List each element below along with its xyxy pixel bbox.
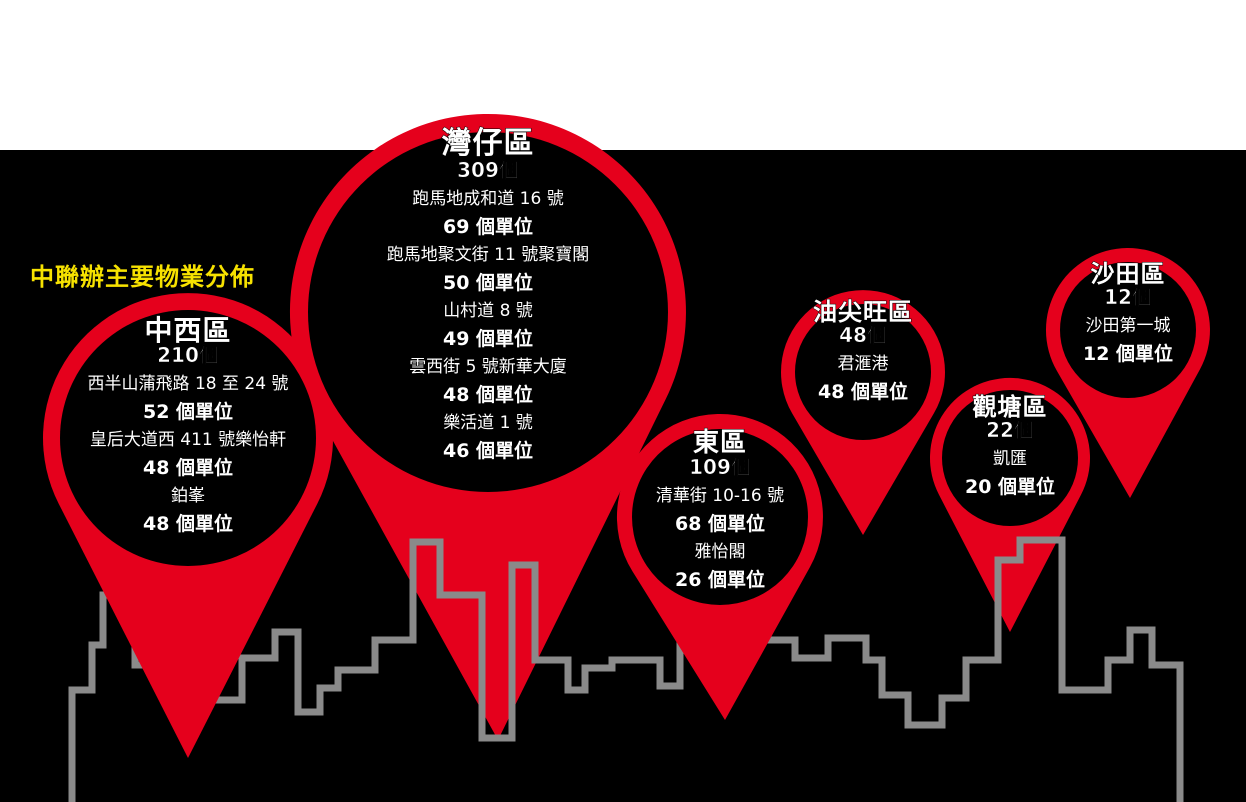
property-address: 山村道 8 號 <box>443 300 533 321</box>
property-list: 清華街 10-16 號 68 個單位雅怡閣 26 個單位 <box>617 482 823 594</box>
district-count: 109個 <box>689 455 751 480</box>
property-address: 雅怡閣 <box>694 542 746 563</box>
property-units: 20 個單位 <box>964 476 1056 499</box>
district-name: 沙田區 <box>1090 260 1166 288</box>
property-address: 沙田第一城 <box>1085 316 1171 337</box>
pin-inner-circle <box>795 304 931 440</box>
property-address: 鉑峯 <box>171 486 205 507</box>
district-count: 48個 <box>839 323 887 348</box>
pin-inner-circle <box>632 429 808 605</box>
property-address: 雲西街 5 號新華大廈 <box>409 356 567 377</box>
property-address: 跑馬地成和道 16 號 <box>412 188 564 209</box>
property-address: 跑馬地聚文街 11 號聚寶閣 <box>386 244 590 265</box>
pin-inner-circle <box>942 390 1078 526</box>
district-name: 灣仔區 <box>441 126 535 161</box>
district-count: 22個 <box>986 418 1034 443</box>
property-units: 48 個單位 <box>142 457 234 480</box>
property-units: 48 個單位 <box>142 513 234 536</box>
city-skyline-outline <box>68 536 1184 802</box>
chart-title: 中聯辦主要物業分佈 <box>30 262 255 291</box>
property-units: 12 個單位 <box>1082 343 1174 366</box>
property-units: 49 個單位 <box>442 327 534 350</box>
district-name: 東區 <box>692 428 747 458</box>
property-list: 西半山蒲飛路 18 至 24 號 52 個單位皇后大道西 411 號樂怡軒 48 個… <box>43 370 333 538</box>
map-pin-2 <box>616 413 823 720</box>
property-units: 26 個單位 <box>674 569 766 592</box>
property-address: 君滙港 <box>837 354 889 375</box>
map-pin-3 <box>781 290 945 535</box>
map-pin-5 <box>1045 248 1210 498</box>
property-units: 52 個單位 <box>142 401 234 424</box>
map-pin-0 <box>289 113 686 741</box>
property-list: 沙田第一城 12 個單位 <box>1046 312 1210 368</box>
property-units: 46 個單位 <box>442 439 534 462</box>
district-name: 觀塘區 <box>972 393 1048 421</box>
property-address: 西半山蒲飛路 18 至 24 號 <box>87 374 289 395</box>
district-count: 210個 <box>157 343 219 368</box>
property-address: 皇后大道西 411 號樂怡軒 <box>89 430 287 451</box>
property-units: 48 個單位 <box>817 381 909 404</box>
property-units: 50 個單位 <box>442 271 534 294</box>
property-address: 清華街 10-16 號 <box>655 486 785 507</box>
property-address: 樂活道 1 號 <box>443 412 533 433</box>
district-count: 309個 <box>457 157 519 182</box>
property-units: 68 個單位 <box>674 513 766 536</box>
property-units: 48 個單位 <box>442 383 534 406</box>
property-address: 凱匯 <box>993 449 1027 470</box>
district-name: 中西區 <box>144 314 232 347</box>
pin-inner-circle <box>308 132 668 492</box>
property-list: 跑馬地成和道 16 號 69 個單位跑馬地聚文街 11 號聚寶閣 50 個單位山村道… <box>290 185 686 465</box>
property-list: 君滙港 48 個單位 <box>781 350 945 406</box>
property-list: 凱匯 20 個單位 <box>930 445 1090 501</box>
district-name: 油尖旺區 <box>813 298 913 326</box>
map-pin-4 <box>930 377 1090 632</box>
pin-inner-circle <box>60 310 316 566</box>
pin-inner-circle <box>1060 262 1196 398</box>
map-pin-1 <box>43 293 334 758</box>
property-units: 69 個單位 <box>442 215 534 238</box>
district-count: 12個 <box>1104 285 1152 310</box>
